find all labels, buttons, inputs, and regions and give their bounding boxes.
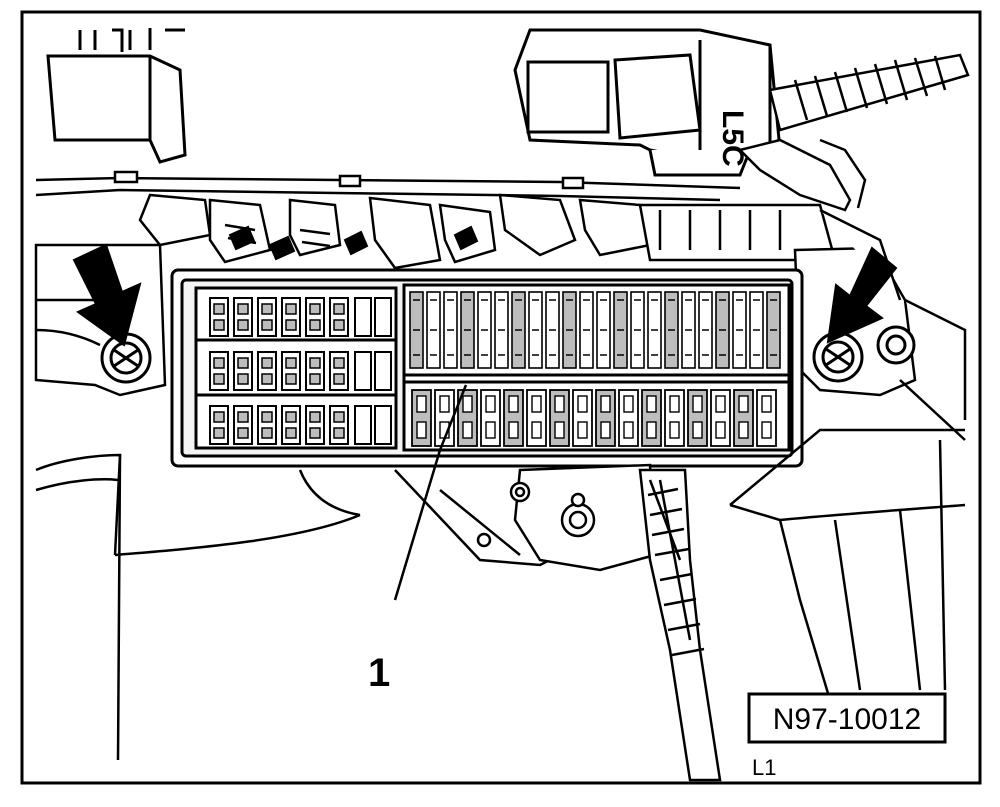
fuse-top (715, 291, 730, 369)
fuse-row-bottom (411, 389, 777, 447)
fuse-bottom (595, 389, 616, 447)
reference-code-box (747, 692, 947, 744)
relay-socket (281, 297, 301, 337)
fuse-bottom (710, 389, 731, 447)
relay-socket (233, 351, 253, 391)
fuse-top (630, 291, 645, 369)
wiring-harness-top-right (737, 53, 970, 212)
fuse-bottom (503, 389, 524, 447)
fuse-top (664, 291, 679, 369)
fuse-top (409, 291, 424, 369)
fuse-top (545, 291, 560, 369)
relay-socket (281, 351, 301, 391)
relay-socket (257, 297, 277, 337)
right-lower-trim (729, 428, 966, 701)
relay-sockets (209, 297, 392, 445)
fuse-bottom (733, 389, 754, 447)
lower-wiring-harness (638, 468, 722, 782)
relay-socket (209, 405, 229, 445)
fuse-bottom (411, 389, 432, 447)
fuse-bottom (572, 389, 593, 447)
fuse-top (562, 291, 577, 369)
fuse-top (460, 291, 475, 369)
relay-socket (305, 297, 325, 337)
right-arrow (826, 246, 898, 344)
relay-slot (354, 297, 392, 337)
fuse-top (698, 291, 713, 369)
relay-socket (305, 351, 325, 391)
auxiliary-screw (876, 325, 916, 365)
fuse-top (511, 291, 526, 369)
fuse-top (443, 291, 458, 369)
right-mounting-screw (812, 331, 864, 383)
upper-relay-left (46, 28, 187, 164)
fuse-top (732, 291, 747, 369)
relay-socket (329, 351, 349, 391)
fuse-top (494, 291, 509, 369)
relay-socket (233, 297, 253, 337)
callout-leader-line (393, 384, 468, 601)
fuse-bottom (618, 389, 639, 447)
upper-relay-right: L5C (513, 28, 782, 177)
fuse-bottom (526, 389, 547, 447)
relay-slot (354, 351, 392, 391)
fuse-bottom (641, 389, 662, 447)
fuse-bottom (756, 389, 777, 447)
connector-clips (228, 225, 479, 261)
reference-code: N97-10012 (773, 703, 921, 736)
relay-socket (281, 405, 301, 445)
left-mounting-screw (100, 332, 152, 384)
fuse-bottom (457, 389, 478, 447)
fuse-bottom (549, 389, 570, 447)
relay-slot (354, 405, 392, 445)
relay-socket (257, 351, 277, 391)
relay-socket (209, 297, 229, 337)
fuse-top (749, 291, 764, 369)
left-arrow (72, 243, 142, 347)
fuse-top (477, 291, 492, 369)
fuse-top (613, 291, 628, 369)
fuse-top (681, 291, 696, 369)
fuse-top (528, 291, 543, 369)
relay-socket (305, 405, 325, 445)
fuse-top (766, 291, 781, 369)
dash-rail (35, 170, 741, 202)
relay-socket (329, 297, 349, 337)
fuse-bottom (687, 389, 708, 447)
relay-socket (209, 351, 229, 391)
relay-socket (257, 405, 277, 445)
fuse-row-top (409, 291, 781, 369)
fuse-top (596, 291, 611, 369)
rear-connectors (138, 193, 837, 270)
fuse-top (426, 291, 441, 369)
center-bracket (509, 463, 657, 572)
fuse-top (579, 291, 594, 369)
relay-socket (329, 405, 349, 445)
callout-number: 1 (368, 651, 390, 695)
fuse-bottom (480, 389, 501, 447)
partial-label: L1 (752, 755, 776, 780)
fuse-top (647, 291, 662, 369)
fuse-bottom (664, 389, 685, 447)
relay-socket (233, 405, 253, 445)
relay-marking: L5C (716, 110, 749, 167)
